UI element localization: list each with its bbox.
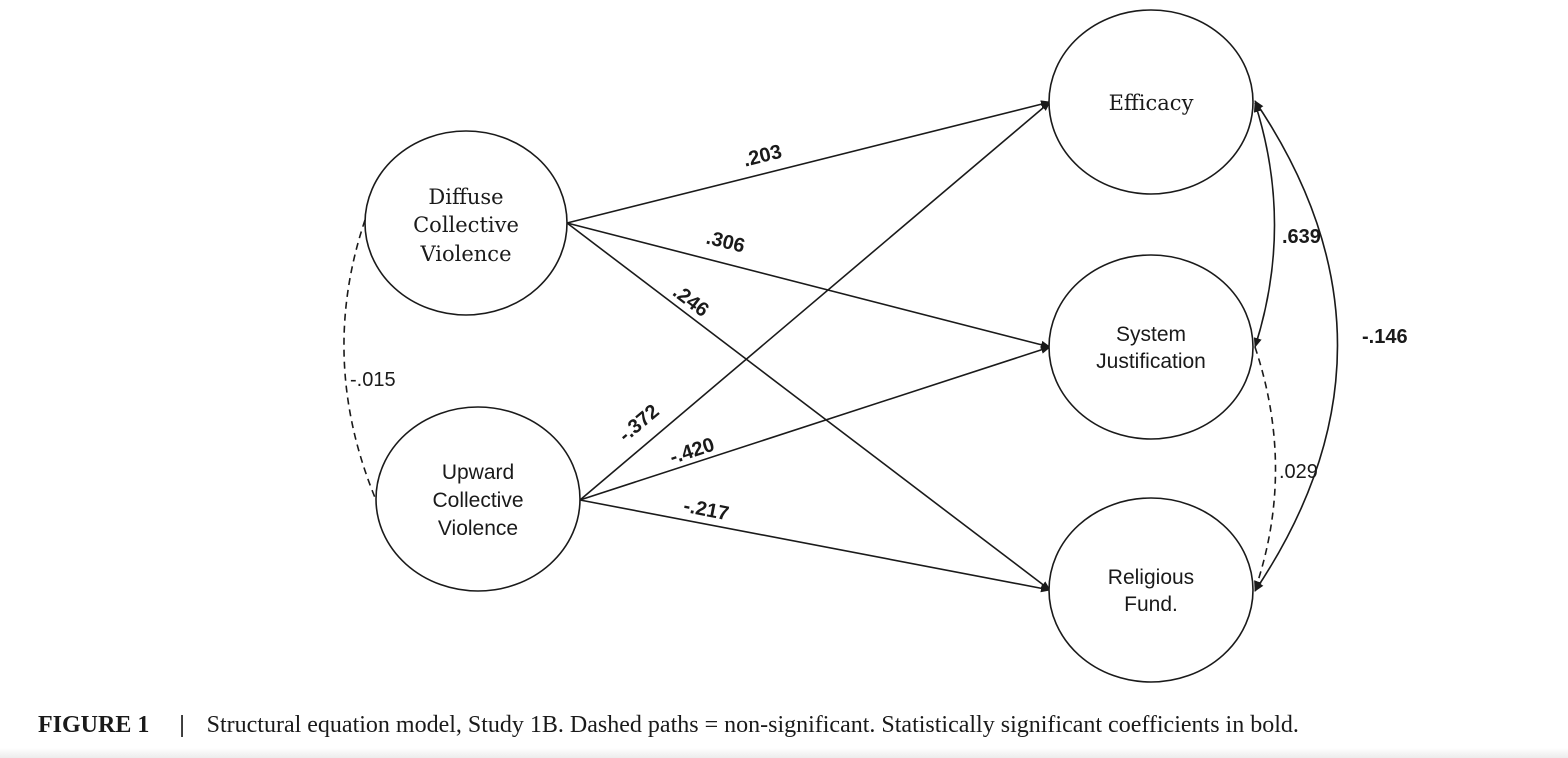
coefficient-label: -.372 <box>615 400 664 446</box>
caption-text: Structural equation model, Study 1B. Das… <box>206 712 1299 738</box>
node-efficacy: Efficacy <box>1048 9 1254 195</box>
node-label-line: Fund. <box>1124 593 1178 616</box>
path-diffuse-to-efficacy <box>566 100 1051 224</box>
coefficient-label: .246 <box>668 281 712 322</box>
node-label-line: Religious <box>1108 566 1194 589</box>
coefficient-label: -.015 <box>350 369 396 391</box>
node-diffuse-collective-violence: Diffuse Collective Violence <box>364 130 568 316</box>
node-label-line: Diffuse <box>428 185 503 209</box>
covariance-efficacy-religious-fund <box>1254 100 1339 592</box>
path-upward-to-religious-fund <box>579 499 1051 593</box>
node-label-line: Collective <box>413 213 519 237</box>
coefficient-label: -.146 <box>1362 326 1408 348</box>
figure-caption: FIGURE 1 | Structural equation model, Stud… <box>38 712 1299 739</box>
node-label-line: Upward <box>442 461 514 484</box>
node-label-line: Violence <box>419 242 511 266</box>
coefficient-label: .203 <box>741 141 784 172</box>
node-label-line: Collective <box>432 489 523 512</box>
page-bottom-shade <box>0 748 1568 758</box>
coefficient-label: .029 <box>1279 461 1318 483</box>
regression-paths <box>566 100 1051 593</box>
caption-separator: | <box>179 712 185 738</box>
coefficient-label: .306 <box>704 227 747 258</box>
node-label-line: Justification <box>1096 350 1206 373</box>
figure-label: FIGURE 1 <box>38 712 150 738</box>
node-religious-fund: Religious Fund. <box>1048 497 1254 683</box>
node-label-line: Violence <box>438 517 518 540</box>
path-diffuse-to-system-justification <box>566 222 1051 349</box>
node-label-line: Efficacy <box>1109 91 1194 115</box>
node-system-justification: System Justification <box>1048 254 1254 440</box>
node-label-line: System <box>1116 323 1186 346</box>
node-upward-collective-violence: Upward Collective Violence <box>375 406 581 592</box>
coefficient-label: .639 <box>1282 226 1321 248</box>
covariance-diffuse-upward <box>343 219 377 501</box>
covariance-efficacy-system-justification <box>1253 102 1276 348</box>
path-diffuse-to-religious-fund <box>566 222 1051 591</box>
covariance-paths <box>343 100 1339 592</box>
covariance-system-justification-religious-fund <box>1254 346 1277 591</box>
path-upward-to-efficacy <box>579 101 1051 501</box>
path-upward-to-system-justification <box>579 345 1051 501</box>
